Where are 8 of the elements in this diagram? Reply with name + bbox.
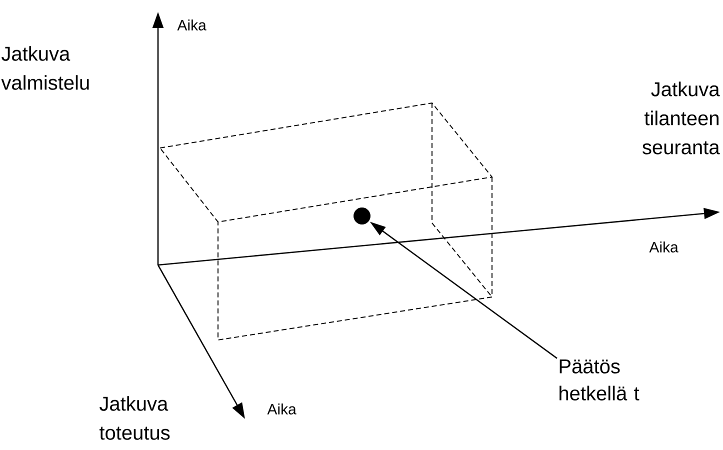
- axis-title: Jatkuva tilanteen seuranta: [642, 82, 720, 154]
- axis-label: Aika: [177, 19, 206, 30]
- point-dot: [354, 208, 370, 224]
- axis-label: Aika: [649, 241, 678, 252]
- callout-text: Päätös hetkellä t: [560, 360, 640, 400]
- axis-label: Aika: [267, 403, 296, 414]
- axis-title: Jatkuva toteutus: [100, 396, 170, 440]
- axis-title: Jatkuva valmistelu: [1, 46, 89, 90]
